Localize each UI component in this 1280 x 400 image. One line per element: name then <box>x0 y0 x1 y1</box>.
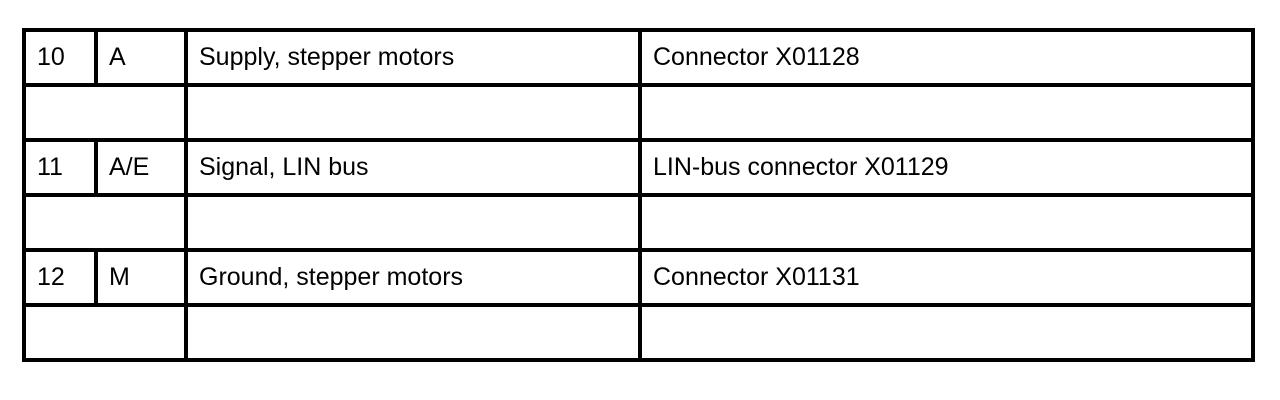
empty-cell <box>22 83 188 142</box>
empty-cell <box>638 83 1255 142</box>
table-row: 10 A Supply, stepper motors Connector X0… <box>22 28 1255 87</box>
spacer-row <box>22 83 1255 142</box>
empty-cell <box>638 303 1255 362</box>
pin-number-cell: 11 <box>22 138 98 197</box>
empty-cell <box>184 193 642 252</box>
description-cell: Ground, stepper motors <box>184 248 642 307</box>
spacer-row <box>22 193 1255 252</box>
pin-assignment-table: 10 A Supply, stepper motors Connector X0… <box>22 28 1255 362</box>
empty-cell <box>22 303 188 362</box>
connection-cell: Connector X01131 <box>638 248 1255 307</box>
empty-cell <box>638 193 1255 252</box>
spacer-row <box>22 303 1255 362</box>
description-cell: Signal, LIN bus <box>184 138 642 197</box>
connection-cell: LIN-bus connector X01129 <box>638 138 1255 197</box>
table-row: 11 A/E Signal, LIN bus LIN-bus connector… <box>22 138 1255 197</box>
empty-cell <box>22 193 188 252</box>
pin-number-cell: 12 <box>22 248 98 307</box>
signal-type-cell: A/E <box>94 138 188 197</box>
signal-type-cell: M <box>94 248 188 307</box>
signal-type-cell: A <box>94 28 188 87</box>
pin-number-cell: 10 <box>22 28 98 87</box>
connection-cell: Connector X01128 <box>638 28 1255 87</box>
table-row: 12 M Ground, stepper motors Connector X0… <box>22 248 1255 307</box>
empty-cell <box>184 83 642 142</box>
description-cell: Supply, stepper motors <box>184 28 642 87</box>
empty-cell <box>184 303 642 362</box>
